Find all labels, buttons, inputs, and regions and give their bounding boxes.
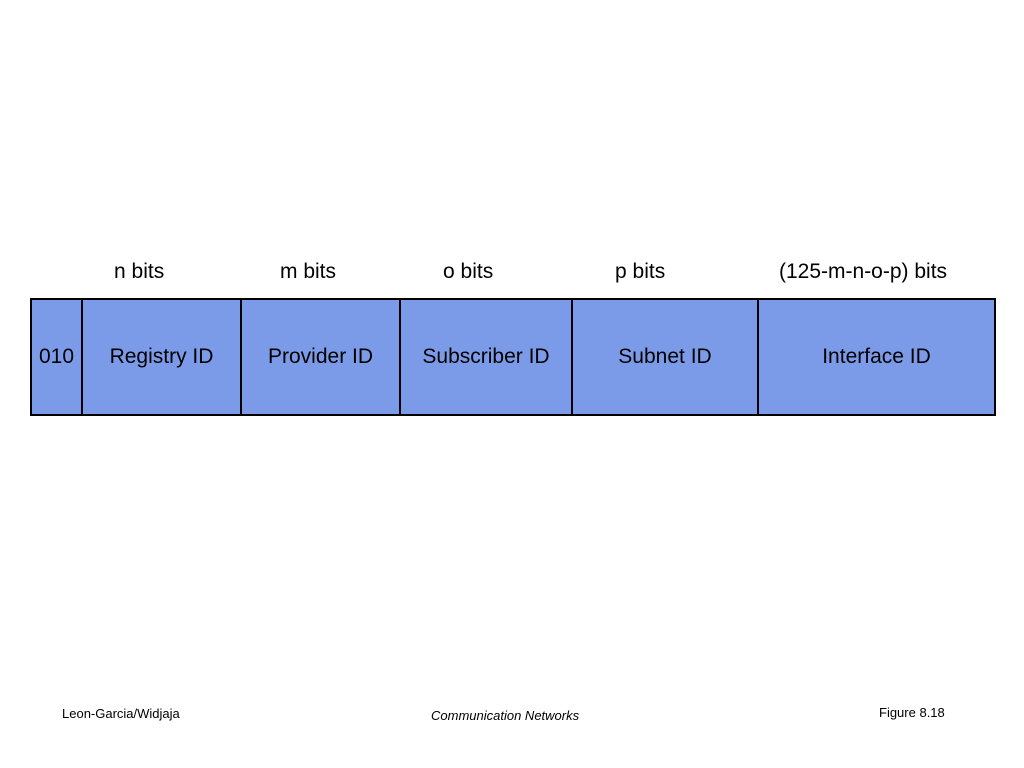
footer-author: Leon-Garcia/Widjaja bbox=[62, 706, 180, 721]
footer-figure-number: Figure 8.18 bbox=[879, 705, 945, 720]
field-subnet-id: Subnet ID bbox=[573, 300, 759, 414]
address-format-bar: 010 Registry ID Provider ID Subscriber I… bbox=[30, 298, 996, 416]
field-registry-id: Registry ID bbox=[83, 300, 242, 414]
bits-label-subnet: p bits bbox=[615, 260, 666, 283]
field-subscriber-id: Subscriber ID bbox=[401, 300, 573, 414]
field-provider-id: Provider ID bbox=[242, 300, 401, 414]
bits-label-subscriber: o bits bbox=[443, 260, 494, 283]
bits-label-provider: m bits bbox=[280, 260, 337, 283]
field-prefix: 010 bbox=[32, 300, 83, 414]
bits-label-interface: (125-m-n-o-p) bits bbox=[779, 260, 948, 283]
footer-book-title: Communication Networks bbox=[431, 708, 580, 723]
bits-label-registry: n bits bbox=[114, 260, 165, 283]
field-interface-id: Interface ID bbox=[822, 345, 931, 368]
